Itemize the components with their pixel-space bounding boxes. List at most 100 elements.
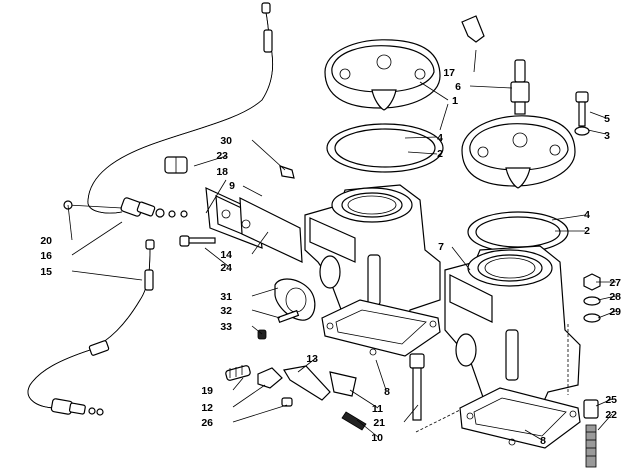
callout-label-c7: 7	[438, 241, 444, 253]
callout-label-c27: 27	[609, 277, 621, 289]
base-gasket-right	[459, 387, 581, 449]
callout-layer: 1122344567889101112131415161718192021222…	[40, 49, 621, 447]
callout-label-c16: 16	[40, 250, 52, 262]
leader-line-c1b	[439, 103, 449, 131]
callout-label-c6: 6	[455, 81, 461, 93]
leader-line-c8	[375, 359, 387, 391]
leader-line-c33	[251, 325, 263, 335]
leader-line-c18	[205, 179, 227, 214]
callout-label-c28: 28	[609, 291, 621, 303]
leader-line-c12	[232, 384, 266, 408]
washer-28	[583, 296, 601, 306]
callout-label-c1: 1	[452, 95, 458, 107]
leader-line-c14	[251, 231, 269, 255]
cylinder-left	[304, 184, 441, 331]
leader-line-c22	[597, 413, 613, 431]
leader-line-c9	[242, 185, 263, 197]
callout-label-c11: 11	[372, 403, 383, 415]
throttle-cable-lower	[27, 239, 155, 416]
nut-25	[583, 399, 599, 419]
callout-label-c5: 5	[604, 113, 610, 125]
bolt-5	[575, 91, 589, 127]
callout-label-c24: 24	[220, 262, 232, 274]
leader-line-c23	[193, 155, 227, 167]
leader-line-c13	[297, 357, 317, 373]
leader-line-c32	[251, 309, 281, 319]
o-ring-lower	[467, 211, 569, 253]
callout-label-c2: 2	[437, 148, 443, 160]
leader-line-c3	[587, 129, 607, 135]
leader-line-c8b	[524, 429, 543, 441]
long-stud-21	[409, 353, 425, 421]
leader-line-c24	[204, 247, 229, 267]
washer-3	[574, 126, 590, 136]
callout-label-c8: 8	[384, 386, 390, 398]
leader-line-c1	[419, 81, 449, 101]
leader-line-c30	[251, 139, 286, 171]
callout-label-c31: 31	[220, 291, 232, 303]
leader-line-c2	[407, 151, 438, 155]
clip-17	[461, 15, 485, 43]
nut-27	[583, 273, 601, 291]
callout-label-c10: 10	[371, 432, 383, 444]
leader-line-c28	[597, 295, 617, 301]
leader-line-c26	[232, 404, 288, 423]
callout-label-c32: 32	[220, 305, 232, 317]
callout-label-c14: 14	[220, 249, 232, 261]
leader-line-c5	[589, 111, 607, 119]
cylinder-head-lower	[461, 115, 576, 189]
callout-label-c23: 23	[216, 150, 228, 162]
bolt-32	[277, 309, 300, 324]
bolt-24	[179, 235, 216, 247]
spark-plug-6	[510, 59, 530, 115]
callout-label-c15: 15	[40, 266, 52, 278]
leader-line-c19	[232, 377, 244, 391]
intake-reed-assembly	[205, 187, 303, 263]
leader-line-c25	[595, 398, 613, 407]
leader-line-c4b	[551, 214, 586, 221]
leader-line-c7	[451, 246, 471, 271]
callout-label-c26: 26	[201, 417, 213, 429]
leader-line-c15	[71, 270, 143, 281]
stud-22	[585, 424, 597, 468]
callout-label-c18: 18	[216, 166, 228, 178]
leader-line-c16	[71, 221, 123, 256]
gasket-31	[274, 278, 316, 321]
cylinder-head-upper	[324, 39, 441, 111]
leader-line-c20	[67, 204, 73, 241]
callout-label-c1b: 1	[452, 95, 458, 107]
callout-label-c17: 17	[443, 67, 455, 79]
exhaust-valve-parts	[225, 365, 367, 431]
callout-label-c22: 22	[605, 409, 617, 421]
washer-29	[583, 313, 601, 323]
callout-label-c33: 33	[220, 321, 232, 333]
callout-label-c2b: 2	[584, 225, 590, 237]
callout-label-c3: 3	[604, 130, 610, 142]
o-ring-upper	[326, 123, 444, 173]
callout-label-c29: 29	[609, 306, 621, 318]
leader-line-c10	[356, 419, 379, 438]
base-gasket-left	[321, 299, 441, 357]
throttle-cable-upper	[67, 2, 274, 218]
callout-label-c4b: 4	[584, 209, 590, 221]
leader-line-c17	[473, 49, 477, 73]
callout-label-c20: 20	[40, 235, 52, 247]
callout-label-c21: 21	[373, 417, 385, 429]
callout-label-c4: 4	[437, 132, 443, 144]
leader-line-c11	[349, 389, 379, 409]
callout-label-c30: 30	[220, 135, 232, 147]
callout-label-c8b: 8	[540, 435, 546, 447]
leader-line-c31	[251, 287, 279, 297]
clip-23	[164, 156, 188, 174]
cylinder-right	[444, 245, 581, 411]
callout-label-c25: 25	[605, 394, 617, 406]
callout-label-c19: 19	[201, 385, 213, 397]
leader-line-c4	[404, 136, 438, 139]
callout-label-c12: 12	[201, 402, 213, 414]
callout-label-c13: 13	[306, 353, 318, 365]
callout-label-c9: 9	[229, 180, 235, 192]
leader-line-c6	[469, 85, 513, 89]
leader-line-c29	[597, 310, 617, 319]
